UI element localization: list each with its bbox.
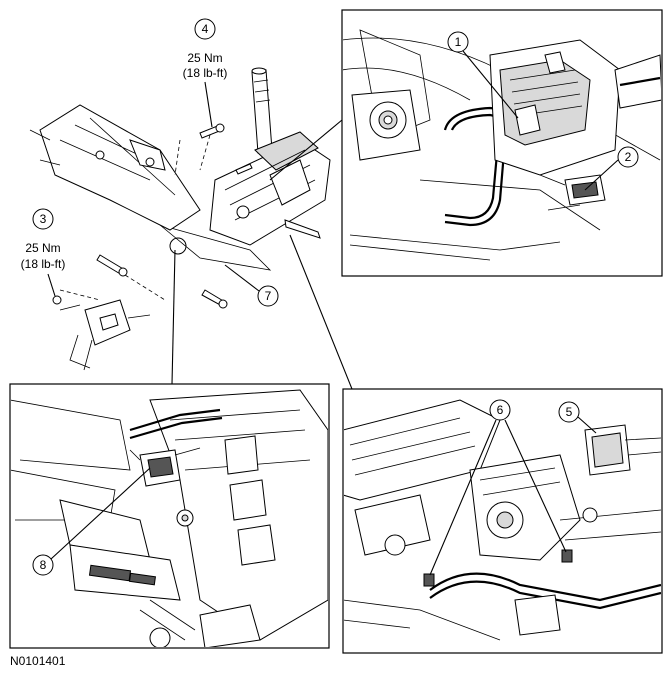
column-lever: [284, 219, 321, 239]
callout-4-torque-lbft: (18 lb-ft): [183, 66, 228, 80]
callout-5: 5: [558, 401, 597, 434]
steering-column-body: [159, 131, 331, 271]
bolt-3: [52, 295, 62, 305]
callout-6: 6: [429, 399, 567, 576]
callout-8: 8: [32, 467, 151, 576]
detail-top-right: 1 2: [341, 9, 663, 277]
callout-4-torque-nm: 25 Nm: [187, 51, 222, 65]
callout-3-torque-lbft: (18 lb-ft): [21, 257, 66, 271]
bolt-upper: [199, 123, 225, 139]
callout-6-number: 6: [497, 403, 504, 417]
ignition-lock: [351, 89, 421, 161]
steering-shaft: [251, 67, 273, 154]
detail-bottom-left: 8: [9, 383, 330, 649]
callout-4-number: 4: [202, 22, 209, 36]
leader-to-top-right: [269, 119, 343, 181]
main-exploded-view: [29, 67, 331, 371]
slotted-bracket: [69, 544, 181, 601]
callout-2: 2: [584, 146, 639, 191]
callout-7: 7: [224, 264, 279, 307]
intermediate-shaft: [59, 299, 151, 371]
callout-5-number: 5: [566, 405, 573, 419]
callout-8-number: 8: [40, 558, 47, 572]
callout-3: 3 25 Nm (18 lb-ft): [21, 208, 66, 297]
connector-6b: [561, 549, 573, 563]
connector-8: [129, 447, 201, 487]
leader-to-bottom-left: [171, 249, 176, 385]
connector-6a: [423, 573, 435, 587]
column-bracket: [29, 104, 201, 231]
bolt-lower-left: [96, 254, 128, 277]
module-5: [584, 424, 661, 476]
callout-3-torque-nm: 25 Nm: [25, 241, 60, 255]
bolt-lower: [201, 289, 228, 309]
callout-2-number: 2: [625, 150, 632, 164]
switch-module: [489, 39, 621, 176]
callout-1-number: 1: [455, 35, 462, 49]
callout-1: 1: [447, 31, 519, 119]
callout-7-number: 7: [265, 289, 272, 303]
detail-bottom-right: 6 5: [342, 388, 663, 654]
callout-3-number: 3: [40, 212, 47, 226]
callout-4: 4 25 Nm (18 lb-ft): [183, 18, 228, 128]
figure-id: N0101401: [10, 654, 66, 668]
bolt-4: [235, 163, 253, 175]
leader-to-bottom-right: [289, 234, 353, 390]
